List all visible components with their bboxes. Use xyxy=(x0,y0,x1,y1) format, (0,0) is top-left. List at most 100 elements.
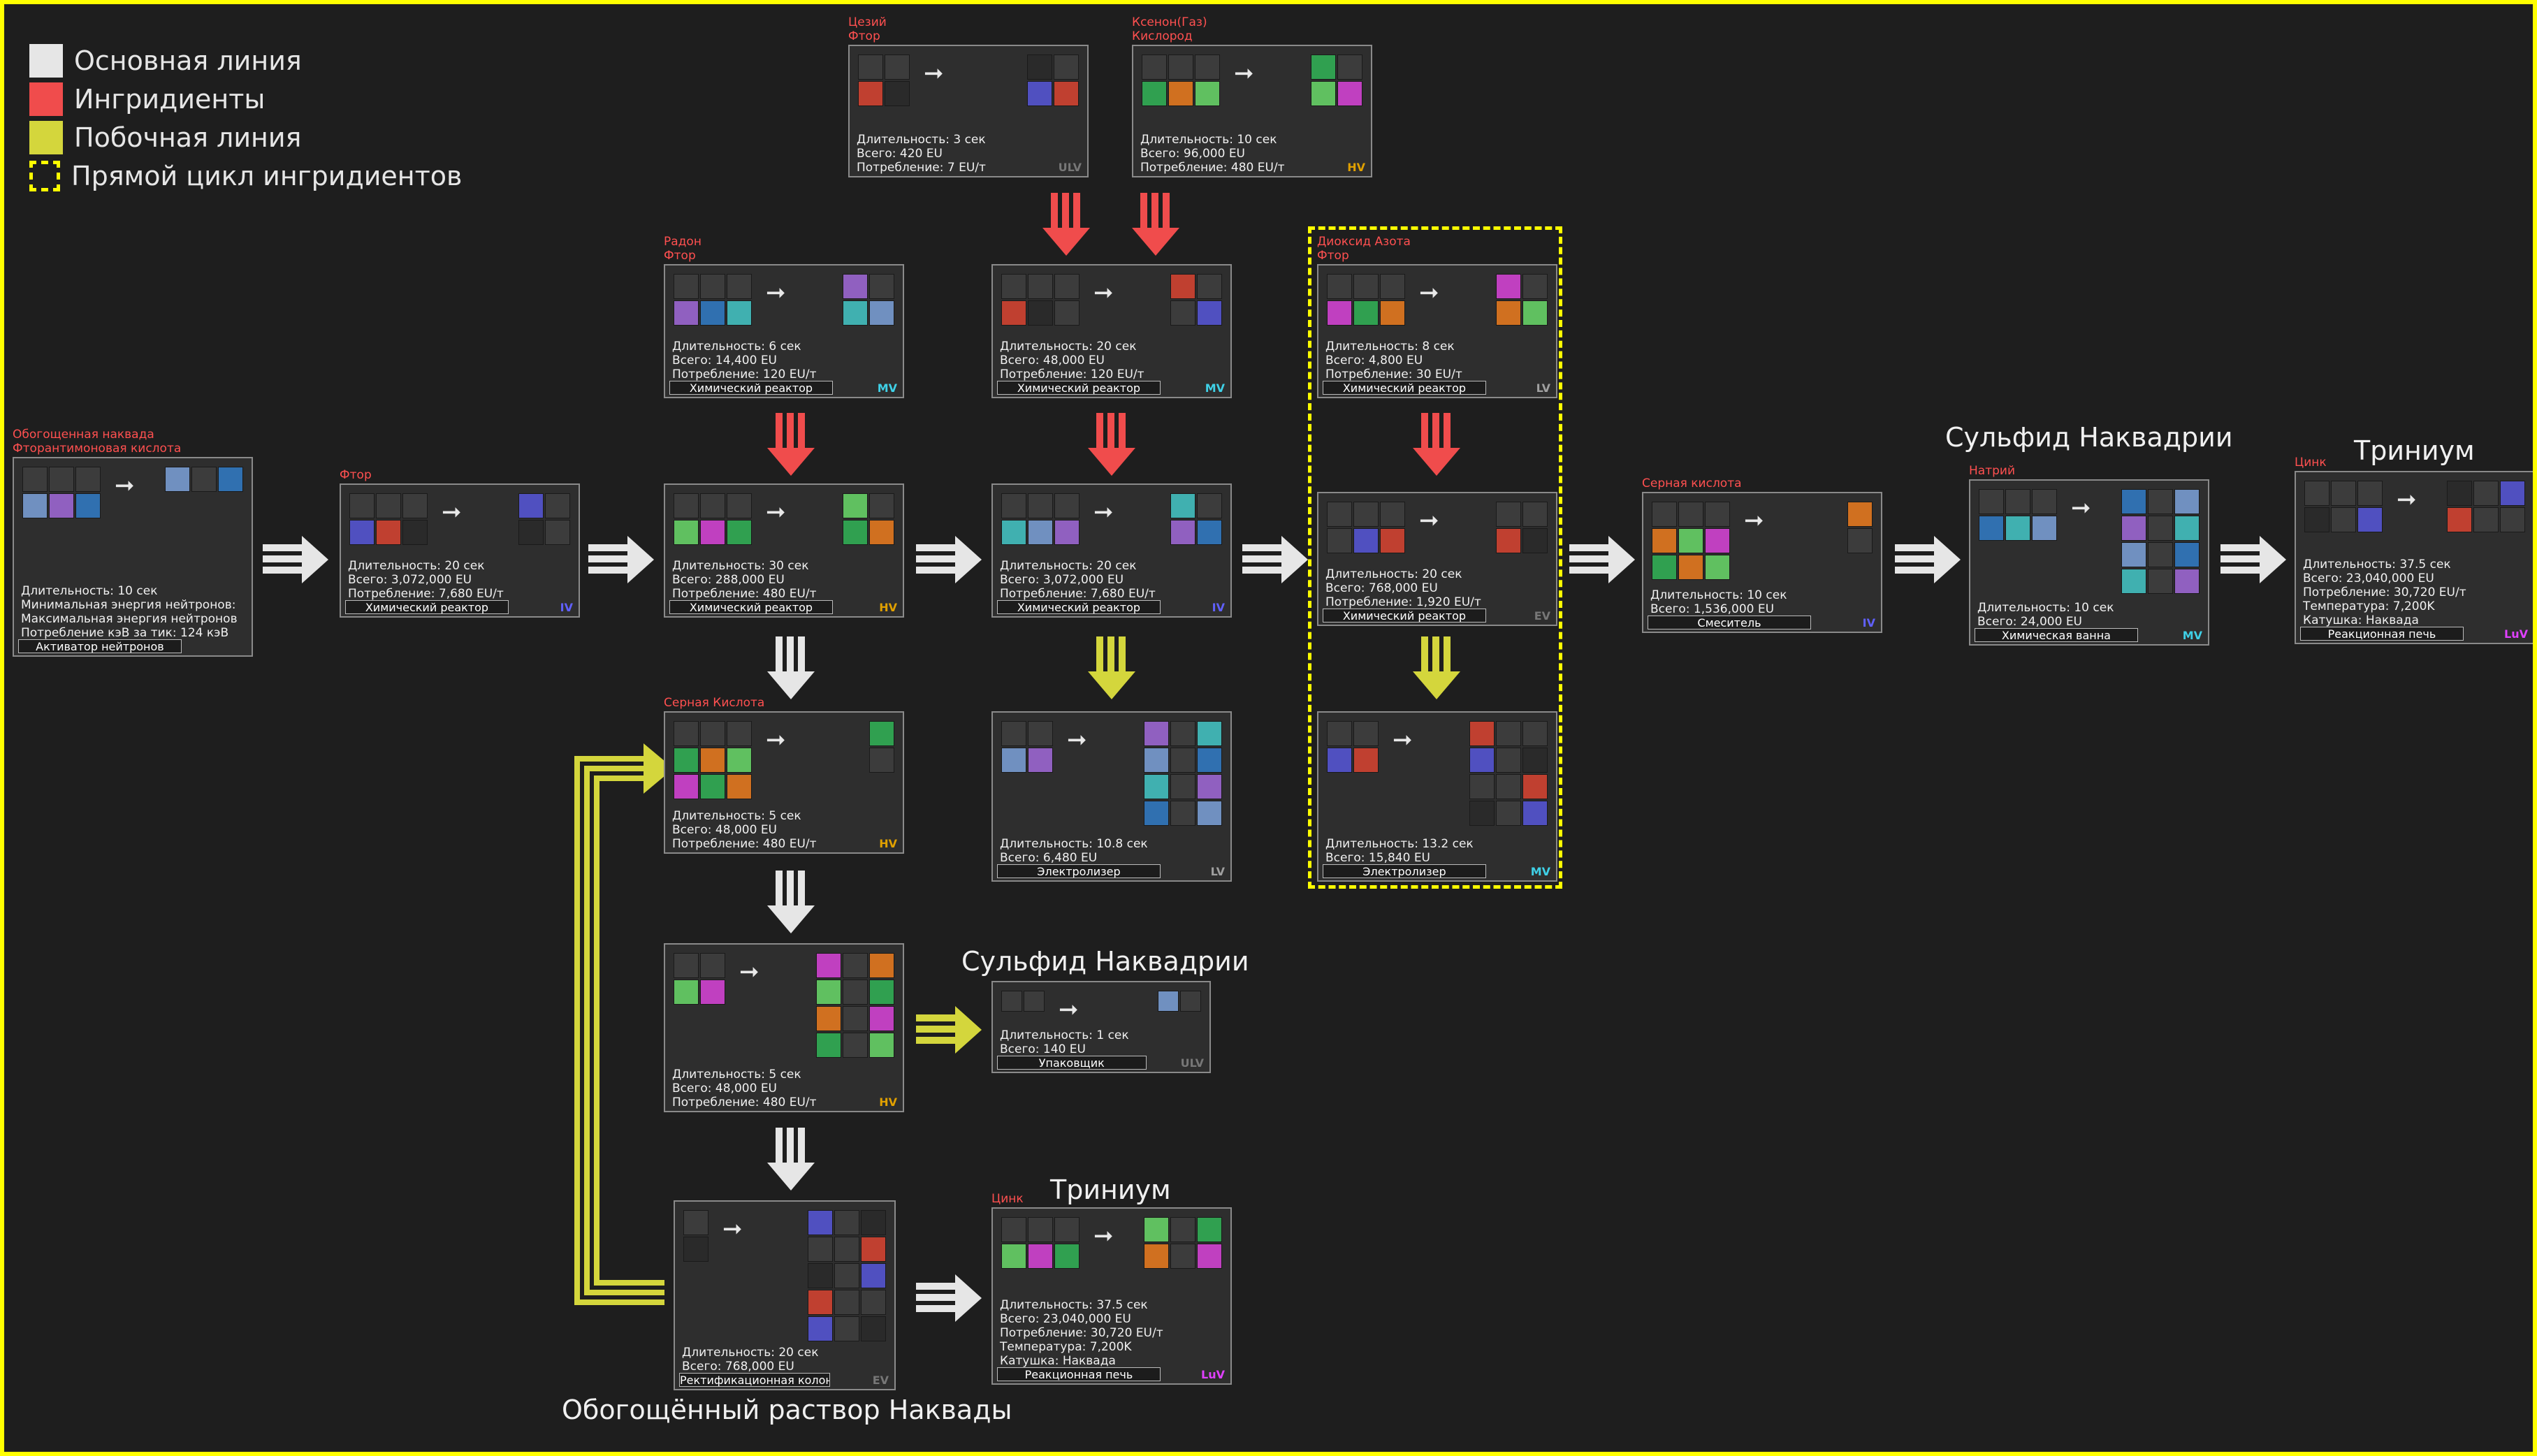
item-slot[interactable] xyxy=(1028,520,1053,545)
item-slot[interactable] xyxy=(2121,489,2146,514)
item-slot[interactable] xyxy=(1028,1244,1053,1269)
item-slot[interactable] xyxy=(700,274,725,299)
item-slot[interactable] xyxy=(808,1290,833,1315)
item-slot[interactable] xyxy=(1168,54,1193,80)
item-slot[interactable] xyxy=(1705,528,1730,553)
item-slot[interactable] xyxy=(1353,502,1379,527)
item-slot[interactable] xyxy=(834,1237,859,1262)
item-slot[interactable] xyxy=(1144,721,1169,746)
item-slot[interactable] xyxy=(727,721,752,746)
item-slot[interactable] xyxy=(1170,1217,1195,1242)
item-slot[interactable] xyxy=(1197,748,1222,773)
item-slot[interactable] xyxy=(376,520,401,545)
item-slot[interactable] xyxy=(869,953,894,978)
item-slot[interactable] xyxy=(808,1237,833,1262)
item-slot[interactable] xyxy=(885,81,910,106)
item-slot[interactable] xyxy=(1337,81,1362,106)
item-slot[interactable] xyxy=(1311,81,1336,106)
item-slot[interactable] xyxy=(191,467,217,492)
item-slot[interactable] xyxy=(869,721,894,746)
item-slot[interactable] xyxy=(518,520,544,545)
item-slot[interactable] xyxy=(1197,520,1222,545)
item-slot[interactable] xyxy=(1054,520,1080,545)
item-slot[interactable] xyxy=(843,1006,868,1031)
item-slot[interactable] xyxy=(1028,721,1053,746)
item-slot[interactable] xyxy=(1001,300,1026,326)
item-slot[interactable] xyxy=(683,1210,708,1235)
item-slot[interactable] xyxy=(808,1210,833,1235)
item-slot[interactable] xyxy=(869,1006,894,1031)
item-slot[interactable] xyxy=(834,1210,859,1235)
item-slot[interactable] xyxy=(1054,274,1080,299)
item-slot[interactable] xyxy=(843,493,868,518)
item-slot[interactable] xyxy=(1197,801,1222,826)
item-slot[interactable] xyxy=(2121,516,2146,541)
item-slot[interactable] xyxy=(1170,493,1195,518)
item-slot[interactable] xyxy=(1678,502,1703,527)
item-slot[interactable] xyxy=(1469,801,1495,826)
item-slot[interactable] xyxy=(861,1263,886,1288)
item-slot[interactable] xyxy=(2500,507,2525,532)
item-slot[interactable] xyxy=(1170,274,1195,299)
item-slot[interactable] xyxy=(1469,748,1495,773)
item-slot[interactable] xyxy=(1054,81,1079,106)
item-slot[interactable] xyxy=(1028,493,1053,518)
item-slot[interactable] xyxy=(858,54,883,80)
item-slot[interactable] xyxy=(1327,748,1352,773)
item-slot[interactable] xyxy=(1678,528,1703,553)
item-slot[interactable] xyxy=(674,774,699,799)
item-slot[interactable] xyxy=(1847,528,1873,553)
item-slot[interactable] xyxy=(869,493,894,518)
item-slot[interactable] xyxy=(674,953,699,978)
item-slot[interactable] xyxy=(2174,489,2200,514)
item-slot[interactable] xyxy=(861,1316,886,1341)
item-slot[interactable] xyxy=(674,274,699,299)
item-slot[interactable] xyxy=(700,748,725,773)
item-slot[interactable] xyxy=(2357,507,2383,532)
item-slot[interactable] xyxy=(1028,748,1053,773)
item-slot[interactable] xyxy=(1001,721,1026,746)
item-slot[interactable] xyxy=(869,1033,894,1058)
item-slot[interactable] xyxy=(2331,507,2356,532)
item-slot[interactable] xyxy=(1652,502,1677,527)
item-slot[interactable] xyxy=(349,520,375,545)
item-slot[interactable] xyxy=(2148,569,2173,594)
item-slot[interactable] xyxy=(1380,502,1405,527)
item-slot[interactable] xyxy=(1054,1244,1080,1269)
item-slot[interactable] xyxy=(1380,528,1405,553)
item-slot[interactable] xyxy=(700,721,725,746)
item-slot[interactable] xyxy=(1327,528,1352,553)
item-slot[interactable] xyxy=(1496,502,1521,527)
item-slot[interactable] xyxy=(1705,502,1730,527)
item-slot[interactable] xyxy=(2331,481,2356,506)
item-slot[interactable] xyxy=(869,274,894,299)
item-slot[interactable] xyxy=(869,748,894,773)
item-slot[interactable] xyxy=(1496,528,1521,553)
item-slot[interactable] xyxy=(349,493,375,518)
item-slot[interactable] xyxy=(1158,991,1179,1012)
item-slot[interactable] xyxy=(1054,54,1079,80)
item-slot[interactable] xyxy=(402,520,428,545)
item-slot[interactable] xyxy=(1001,748,1026,773)
item-slot[interactable] xyxy=(1522,528,1548,553)
item-slot[interactable] xyxy=(49,467,74,492)
item-slot[interactable] xyxy=(1847,502,1873,527)
item-slot[interactable] xyxy=(700,980,725,1005)
item-slot[interactable] xyxy=(1170,520,1195,545)
item-slot[interactable] xyxy=(727,493,752,518)
item-slot[interactable] xyxy=(1170,721,1195,746)
item-slot[interactable] xyxy=(1522,274,1548,299)
item-slot[interactable] xyxy=(49,493,74,518)
item-slot[interactable] xyxy=(1001,493,1026,518)
item-slot[interactable] xyxy=(75,467,101,492)
item-slot[interactable] xyxy=(834,1316,859,1341)
item-slot[interactable] xyxy=(683,1237,708,1262)
item-slot[interactable] xyxy=(1197,274,1222,299)
item-slot[interactable] xyxy=(1170,748,1195,773)
item-slot[interactable] xyxy=(1197,1244,1222,1269)
item-slot[interactable] xyxy=(861,1237,886,1262)
item-slot[interactable] xyxy=(1496,774,1521,799)
item-slot[interactable] xyxy=(843,1033,868,1058)
item-slot[interactable] xyxy=(1311,54,1336,80)
item-slot[interactable] xyxy=(834,1263,859,1288)
